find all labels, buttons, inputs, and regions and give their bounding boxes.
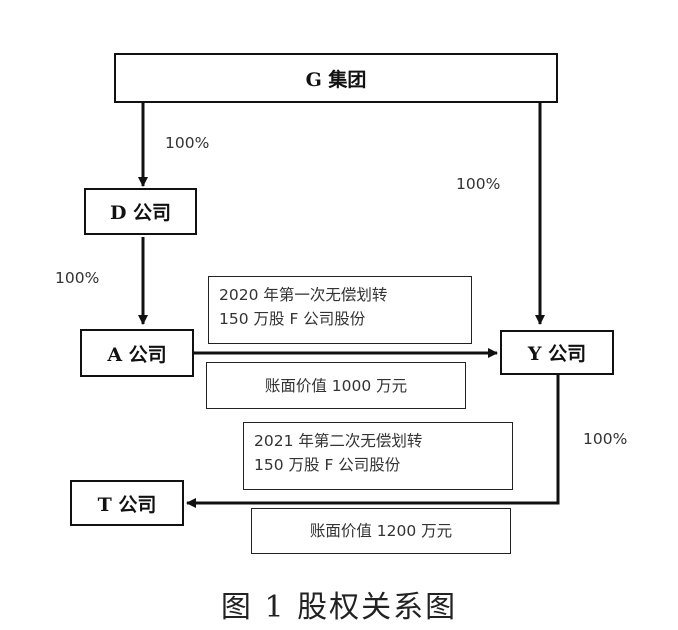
note-transfer-2021: 2021 年第二次无偿划转 150 万股 F 公司股份 bbox=[243, 422, 513, 490]
pct-d-to-a: 100% bbox=[55, 269, 100, 287]
note-transfer-2020-line1: 2020 年第一次无偿划转 bbox=[219, 286, 388, 304]
note-transfer-2021-line2: 150 万股 F 公司股份 bbox=[254, 456, 401, 474]
pct-y-to-t: 100% bbox=[583, 430, 628, 448]
note-transfer-2020: 2020 年第一次无偿划转 150 万股 F 公司股份 bbox=[208, 276, 472, 344]
note-book-value-2020: 账面价值 1000 万元 bbox=[206, 362, 466, 409]
entity-a-company: A 公司 bbox=[80, 329, 194, 377]
note-book-value-2021: 账面价值 1200 万元 bbox=[251, 508, 511, 554]
entity-d-company: D 公司 bbox=[84, 188, 197, 235]
entity-t-company: T 公司 bbox=[70, 480, 184, 526]
pct-g-to-y: 100% bbox=[456, 175, 501, 193]
note-transfer-2020-line2: 150 万股 F 公司股份 bbox=[219, 310, 366, 328]
note-transfer-2021-line1: 2021 年第二次无偿划转 bbox=[254, 432, 423, 450]
figure-caption: 图 1 股权关系图 bbox=[220, 590, 458, 625]
entity-y-company: Y 公司 bbox=[500, 330, 614, 375]
entity-g-group: G 集团 bbox=[114, 53, 558, 103]
pct-g-to-d: 100% bbox=[165, 134, 210, 152]
arrow-y-to-t bbox=[186, 375, 560, 508]
